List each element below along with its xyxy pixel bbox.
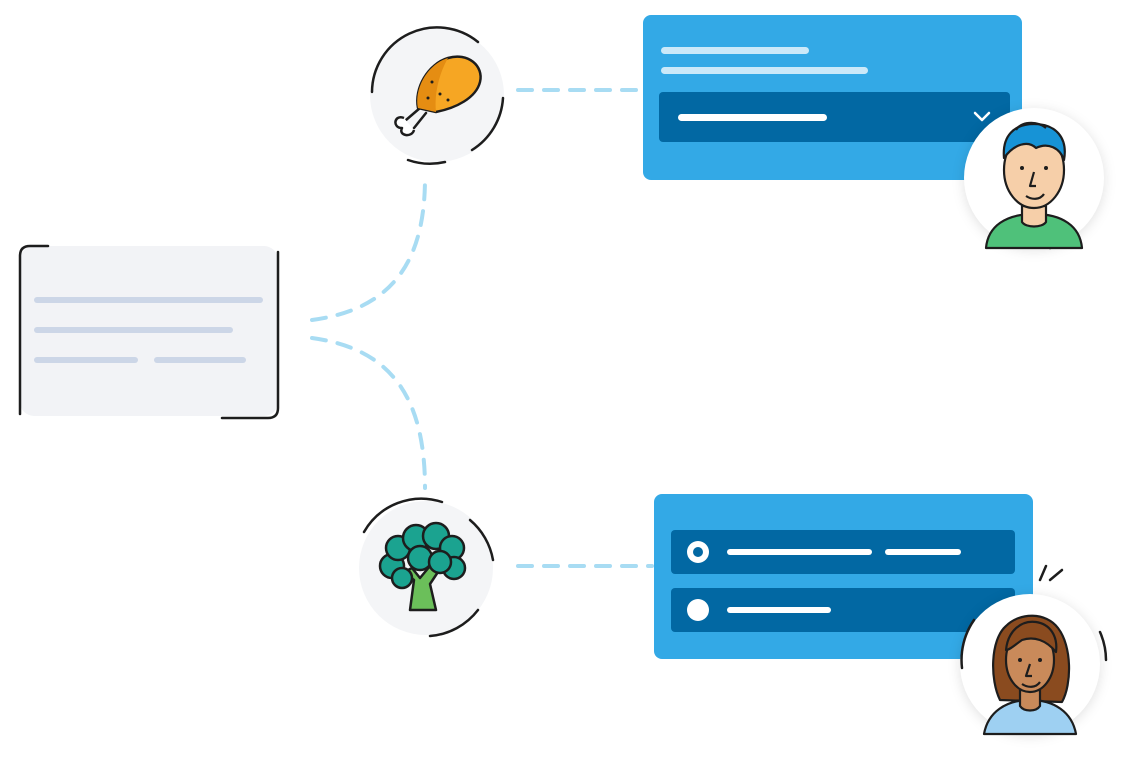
form-card — [18, 244, 280, 420]
broccoli-icon — [378, 521, 467, 612]
chicken-circle-sketch-right — [470, 96, 505, 152]
radio-unselected-icon[interactable] — [687, 599, 709, 621]
radio-option-1-line-a — [727, 549, 872, 555]
form-card-sketch-bottom-right — [220, 250, 280, 420]
avatar-woman-sketch-left — [960, 618, 976, 670]
connectors — [310, 88, 654, 568]
radio-option-2-line — [727, 607, 831, 613]
avatar-woman-sketch-right — [1098, 630, 1108, 662]
avatar-woman-sketch-tick-2 — [1048, 568, 1064, 582]
radio-option-2[interactable] — [671, 588, 1015, 632]
dropdown-select-box[interactable] — [659, 92, 1010, 142]
form-line-2 — [34, 327, 233, 333]
broccoli-circle-sketch-bottom — [428, 608, 480, 638]
connector-form-to-broccoli — [310, 336, 427, 490]
dropdown-label-line-2 — [661, 67, 868, 74]
chicken-circle-sketch-top — [370, 26, 480, 94]
chevron-down-icon[interactable] — [973, 111, 991, 122]
dropdown-label-line-1 — [661, 47, 809, 54]
form-card-sketch-top-left — [18, 244, 50, 416]
avatar-man-blue-hair — [984, 121, 1084, 250]
radio-panel — [654, 494, 1033, 659]
dropdown-panel — [643, 15, 1022, 180]
radio-option-1[interactable] — [671, 530, 1015, 574]
avatar-man — [964, 108, 1104, 250]
broccoli-node — [359, 497, 495, 638]
form-line-3a — [34, 357, 138, 363]
form-line-3b — [154, 357, 246, 363]
form-line-1 — [34, 297, 263, 303]
avatar-woman-brown-hair — [982, 614, 1078, 736]
dropdown-selected-value-line — [678, 114, 827, 121]
broccoli-circle-sketch-right — [468, 518, 495, 562]
avatar-woman — [960, 564, 1108, 736]
radio-option-2-box[interactable] — [671, 588, 1015, 632]
chicken-node — [370, 26, 505, 165]
radio-selected-dot — [693, 547, 703, 557]
dropdown-select[interactable] — [659, 92, 1010, 142]
broccoli-circle-sketch-top — [362, 497, 444, 534]
chicken-circle-sketch-bottom — [406, 158, 447, 165]
radio-option-1-line-b — [885, 549, 961, 555]
chicken-drumstick-icon — [394, 55, 482, 137]
avatar-woman-sketch-tick-1 — [1038, 564, 1048, 582]
connector-form-to-chicken — [310, 176, 427, 322]
